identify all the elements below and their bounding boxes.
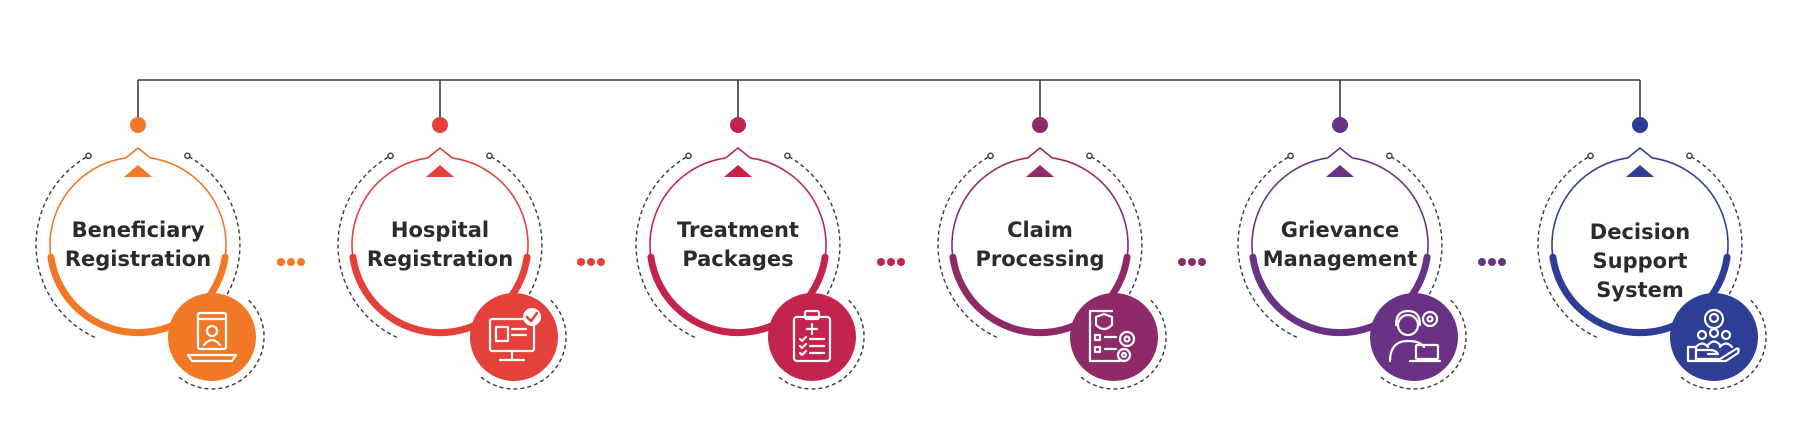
separator-dot	[587, 258, 595, 266]
separator-dots-1	[277, 258, 305, 266]
connector-node	[1332, 117, 1348, 133]
ring-end-dot	[1386, 152, 1393, 160]
peak-chevron	[1027, 146, 1053, 159]
thick-arc	[47, 253, 229, 337]
separator-dot	[877, 258, 885, 266]
separator-dot	[1188, 258, 1196, 266]
peak-chevron	[125, 146, 151, 159]
peak-chevron	[725, 146, 751, 159]
separator-dot	[287, 258, 295, 266]
module-label-box: Beneficiary Registration	[64, 218, 212, 271]
separator-dot	[597, 258, 605, 266]
thick-arc	[349, 253, 531, 337]
connector-node	[432, 117, 448, 133]
claim-shield-gears-icon	[1088, 309, 1136, 363]
separator-dots-3	[877, 258, 905, 266]
ring-end-dot	[1587, 152, 1594, 160]
ring-end-dot	[685, 152, 692, 160]
thick-arc	[647, 253, 829, 337]
icon-dashed-ring	[178, 299, 265, 390]
ring-end-dot	[85, 152, 92, 160]
peak-chevron	[1627, 146, 1653, 159]
separator-dot	[1198, 258, 1206, 266]
separator-dot	[1478, 258, 1486, 266]
peak-chevron	[1327, 146, 1353, 159]
dashed-ring-left	[1237, 155, 1298, 339]
module-1: Beneficiary Registration	[35, 146, 265, 390]
icon-badge	[1370, 293, 1458, 381]
dashed-ring-left	[635, 155, 696, 339]
connector-node	[130, 117, 146, 133]
user-profile-laptop-icon	[186, 311, 238, 363]
connector-node	[1032, 117, 1048, 133]
separator-dot	[1498, 258, 1506, 266]
modules: Beneficiary Registration Hospital Registr…	[35, 146, 1767, 390]
module-3: Treatment Packages	[635, 146, 865, 390]
peak-triangle	[1626, 165, 1654, 177]
ring-end-dot	[1086, 152, 1093, 160]
ring-end-dot	[1686, 152, 1693, 160]
icon-badge	[768, 293, 856, 381]
separator-dot	[277, 258, 285, 266]
peak-triangle	[724, 165, 752, 177]
icon-dashed-ring	[1380, 299, 1467, 390]
dashed-ring-left	[1537, 155, 1598, 339]
module-label-box: Decision Support System	[1589, 219, 1691, 302]
peak-triangle	[426, 165, 454, 177]
module-label-box: Hospital Registration	[366, 218, 514, 271]
separator-dot	[1178, 258, 1186, 266]
separator-dot	[897, 258, 905, 266]
icon-dashed-ring	[1680, 299, 1767, 390]
peak-chevron	[427, 146, 453, 159]
module-label: Beneficiary Registration	[64, 218, 212, 271]
separator-dots-4	[1178, 258, 1206, 266]
ring-end-dot	[387, 152, 394, 160]
icon-dashed-ring	[778, 299, 865, 390]
separator-dots-5	[1478, 258, 1506, 266]
ring-end-dot	[486, 152, 493, 160]
separator-dots	[277, 258, 1506, 266]
ring-end-dot	[987, 152, 994, 160]
module-2: Hospital Registration	[337, 146, 567, 390]
module-4: Claim Processing	[937, 146, 1167, 390]
connector-node	[1632, 117, 1648, 133]
icon-dashed-ring	[480, 299, 567, 390]
thick-arc	[1549, 253, 1731, 337]
module-label: Treatment Packages	[677, 218, 799, 271]
module-label-box: Claim Processing	[975, 218, 1105, 271]
separator-dot	[887, 258, 895, 266]
icon-dashed-ring	[1080, 299, 1167, 390]
separator-dot	[1488, 258, 1496, 266]
module-label-box: Treatment Packages	[677, 218, 799, 271]
ring-end-dot	[1287, 152, 1294, 160]
hospital-monitor-check-icon	[488, 308, 541, 362]
module-label: Decision Support System	[1589, 219, 1691, 302]
module-label: Grievance Management	[1262, 218, 1418, 271]
module-label-box: Grievance Management	[1262, 218, 1418, 271]
separator-dot	[577, 258, 585, 266]
top-connector	[130, 79, 1648, 133]
dashed-ring-left	[937, 155, 998, 339]
dashed-ring-left	[35, 155, 96, 339]
thick-arc	[1249, 253, 1431, 337]
separator-dots-2	[577, 258, 605, 266]
clipboard-medical-icon	[792, 309, 832, 363]
ring-end-dot	[184, 152, 191, 160]
connector-node	[730, 117, 746, 133]
ring-end-dot	[784, 152, 791, 160]
separator-dot	[297, 258, 305, 266]
module-6: Decision Support System	[1537, 146, 1767, 390]
module-5: Grievance Management	[1237, 146, 1467, 390]
dashed-ring-left	[337, 155, 398, 339]
module-label: Claim Processing	[975, 218, 1105, 271]
support-agent-gears-icon	[1388, 309, 1442, 363]
module-label: Hospital Registration	[366, 218, 514, 271]
thick-arc	[949, 253, 1131, 337]
team-hand-support-icon	[1686, 308, 1740, 363]
peak-triangle	[1026, 165, 1054, 177]
peak-triangle	[1326, 165, 1354, 177]
icon-badge	[470, 293, 558, 381]
peak-triangle	[124, 165, 152, 177]
